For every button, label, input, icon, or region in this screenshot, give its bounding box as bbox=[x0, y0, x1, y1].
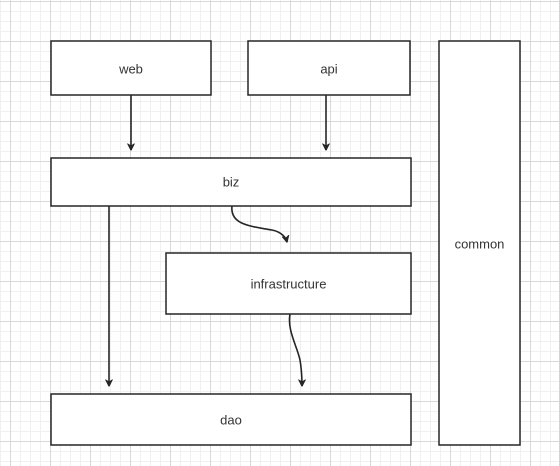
node-api-label: api bbox=[320, 62, 337, 77]
node-common-label: common bbox=[455, 237, 505, 252]
node-web-label: web bbox=[118, 62, 143, 77]
node-web: web bbox=[50, 40, 212, 96]
node-biz-label: biz bbox=[223, 175, 240, 190]
edge-biz-to-infrastructure bbox=[231, 205, 287, 242]
edge-infrastructure-to-dao bbox=[288, 313, 302, 386]
node-api: api bbox=[247, 40, 411, 96]
node-infrastructure: infrastructure bbox=[165, 252, 412, 315]
node-biz: biz bbox=[50, 157, 412, 207]
node-dao-label: dao bbox=[220, 413, 242, 428]
node-infrastructure-label: infrastructure bbox=[251, 277, 327, 292]
node-common: common bbox=[438, 40, 521, 446]
node-dao: dao bbox=[50, 393, 412, 446]
